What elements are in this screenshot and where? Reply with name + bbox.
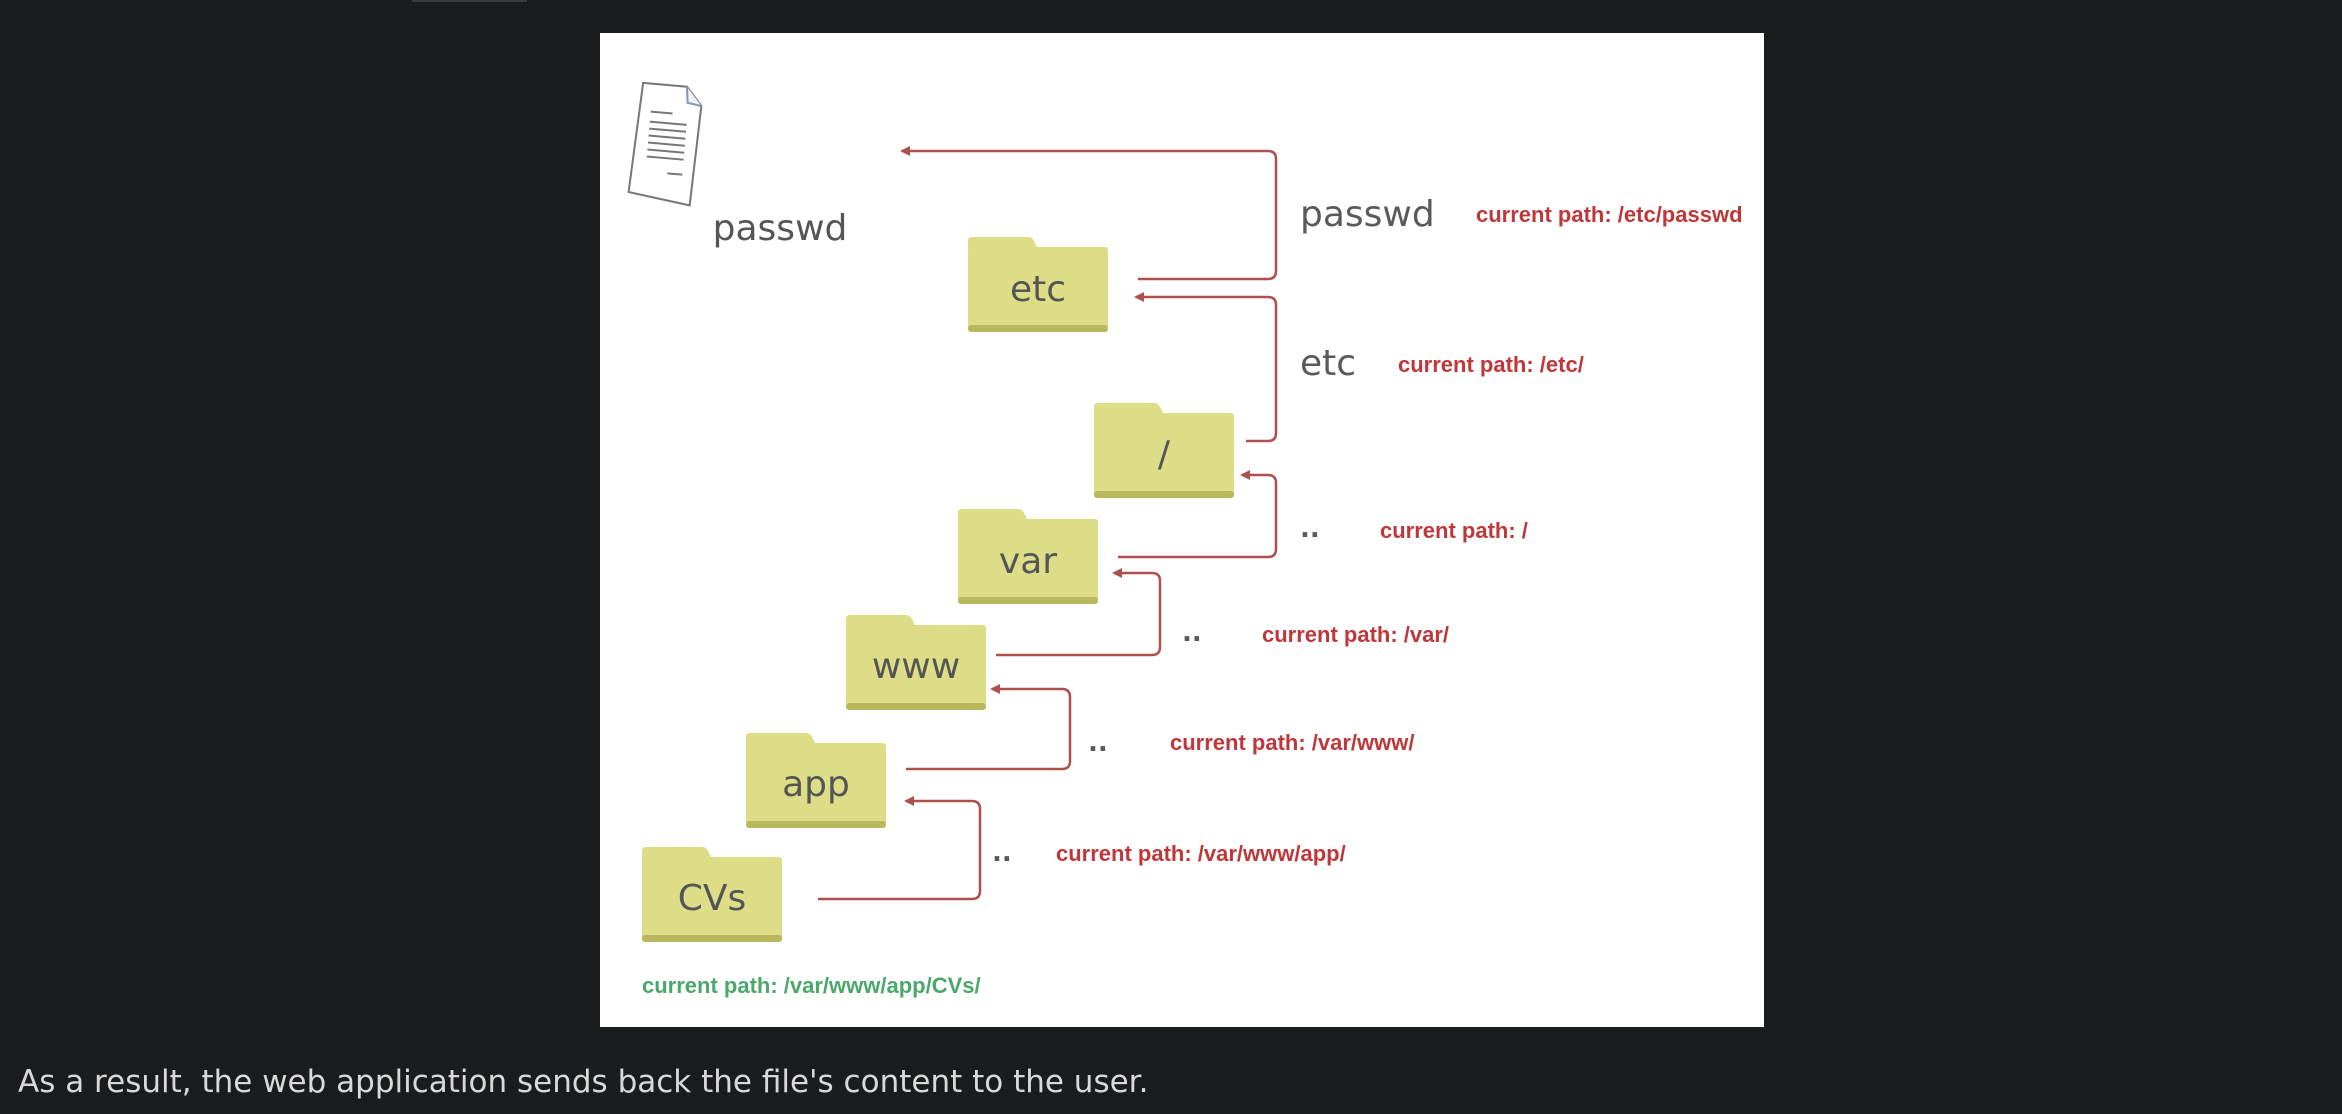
folder-icon-cvs [642,847,782,942]
segment-dotdot-3: .. [1088,728,1108,758]
arrow-www-to-var [996,568,1162,657]
segment-dotdot-1: .. [1300,514,1320,544]
folder-icon-app [746,733,886,828]
file-label: passwd [713,208,848,249]
arrow-var-to-root [1118,470,1278,559]
segment-passwd: passwd [1300,194,1435,235]
folder-icon-www [846,615,986,710]
path-label-app: current path: /var/www/app/ [1056,841,1346,866]
path-label-etc: current path: /etc/ [1398,352,1584,377]
traversal-arrows [818,146,1278,901]
folder-label-root: / [1158,434,1171,475]
arrow-root-to-etc [1134,292,1278,443]
folder-icon-etc [968,237,1108,332]
folder-label-app: app [782,764,850,805]
caption-text: As a result, the web application sends b… [18,1064,1149,1100]
folder-icon-var [958,509,1098,604]
top-divider [412,0,527,2]
path-label-passwd: current path: /etc/passwd [1476,202,1743,227]
folder-icon-root [1094,403,1234,498]
arrow-cvs-to-app [818,796,982,901]
path-traversal-diagram: passwd etc / var www [600,33,1764,1027]
path-label-root: current path: / [1380,518,1528,543]
path-label-www: current path: /var/www/ [1170,730,1415,755]
path-label-start: current path: /var/www/app/CVs/ [642,973,981,998]
folder-label-www: www [872,646,960,687]
arrow-app-to-www [906,684,1072,771]
segment-etc: etc [1300,343,1356,384]
segment-dotdot-2: .. [1182,618,1202,648]
arrow-etc-to-passwd [900,146,1278,281]
segment-dotdot-4: .. [992,838,1012,868]
folder-label-etc: etc [1010,269,1066,310]
folder-label-var: var [999,541,1057,582]
folder-label-cvs: CVs [678,878,747,919]
file-icon [627,81,703,207]
path-label-var: current path: /var/ [1262,622,1449,647]
